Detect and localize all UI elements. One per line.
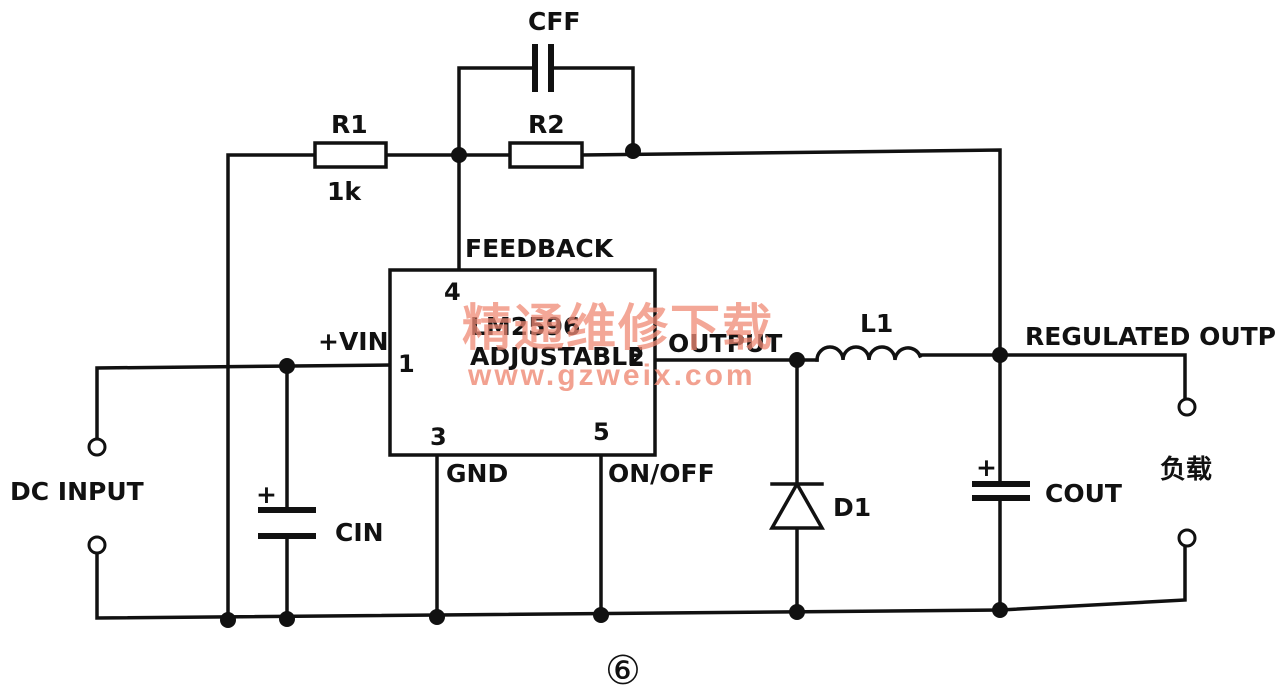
ic-part-line2: ADJUSTABLE	[470, 342, 644, 371]
watermark-text: 精通维修下载	[462, 298, 774, 357]
wire-r2-right	[580, 148, 1002, 357]
dc-input-terminal-negative	[87, 535, 107, 555]
wire-load-bottom	[998, 544, 1187, 612]
l1-label: L1	[860, 309, 893, 338]
cout-capacitor	[972, 481, 1030, 501]
ic-part-line1: LM2596	[470, 312, 580, 341]
wire-l1-out	[918, 353, 1187, 400]
pin-4-label: 4	[444, 278, 461, 306]
feedback-label: FEEDBACK	[465, 234, 615, 263]
figure-number: ⑥	[605, 648, 641, 690]
load-terminal-positive	[1177, 397, 1197, 417]
cout-label: COUT	[1045, 479, 1122, 508]
cin-capacitor	[258, 507, 316, 539]
r1-value-label: 1k	[327, 177, 362, 206]
l1-inductor	[815, 345, 923, 362]
junction-dots	[220, 143, 1008, 628]
r2-resistor	[508, 141, 584, 169]
vin-label: +VIN	[318, 327, 389, 356]
wire-input-ground	[95, 551, 1002, 620]
cin-polarity-mark: +	[256, 480, 277, 509]
dc-input-label: DC INPUT	[10, 477, 144, 506]
wire-r1-left	[226, 153, 317, 622]
cff-label: CFF	[528, 7, 581, 36]
onoff-label: ON/OFF	[608, 459, 715, 488]
load-label: 负载	[1160, 455, 1212, 485]
pin-3-label: 3	[430, 423, 447, 451]
d1-diode	[768, 480, 826, 530]
wire-vin	[95, 363, 392, 442]
wire-cff-left	[457, 66, 534, 157]
cin-label: CIN	[335, 518, 384, 547]
cff-capacitor	[532, 44, 554, 92]
output-label: OUTPUT	[668, 329, 782, 358]
watermark-url: www.gzweix.com	[467, 359, 756, 392]
r1-label: R1	[331, 110, 368, 139]
cout-polarity-mark: +	[976, 453, 997, 482]
load-terminal-negative	[1177, 528, 1197, 548]
ic-body	[388, 268, 657, 457]
d1-label: D1	[833, 493, 871, 522]
regulated-output-label: REGULATED OUTPUT	[1025, 322, 1276, 351]
pin-5-label: 5	[593, 418, 610, 446]
pin-1-label: 1	[398, 350, 415, 378]
dc-input-terminal-positive	[87, 437, 107, 457]
wire-cff-right	[551, 66, 635, 152]
r2-label: R2	[528, 110, 565, 139]
pin-2-label: 2	[628, 344, 645, 372]
r1-resistor	[313, 141, 388, 169]
gnd-label: GND	[446, 459, 508, 488]
